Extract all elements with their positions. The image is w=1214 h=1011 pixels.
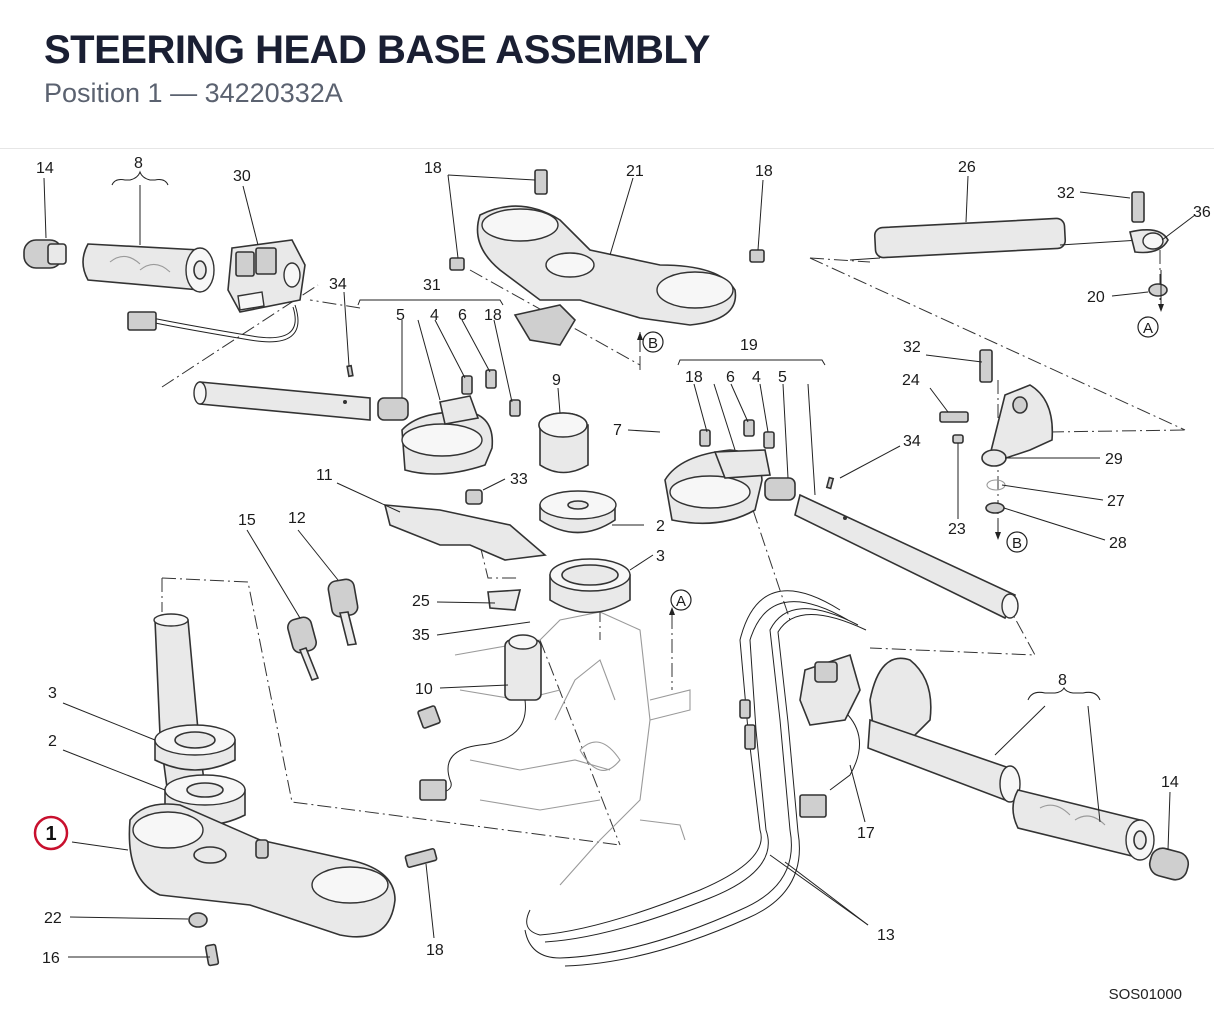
marker-a-center: A [669, 589, 692, 615]
callout-34: 34 [329, 276, 347, 293]
callout-3: 3 [48, 685, 57, 702]
callout-18: 18 [755, 163, 773, 180]
callout-26: 26 [958, 159, 976, 176]
callout-9: 9 [552, 372, 561, 389]
svg-text:B: B [648, 335, 658, 352]
left-handlebar-tube [193, 364, 409, 421]
callout-2: 2 [656, 518, 665, 535]
callout-31: 31 [423, 277, 441, 294]
damper-bracket [939, 349, 1054, 514]
highlight-label: 1 [45, 823, 56, 845]
callout-20: 20 [1087, 289, 1105, 306]
callout-18: 18 [426, 942, 444, 959]
callout-33: 33 [510, 471, 528, 488]
left-clamp-bolts [461, 369, 521, 417]
callout-5: 5 [778, 369, 787, 386]
callout-29: 29 [1105, 451, 1123, 468]
callout-6: 6 [726, 369, 735, 386]
right-bar-end-weight [1148, 847, 1190, 881]
highlight-callout-1: 1 [33, 815, 69, 851]
lower-bearing-3 [154, 724, 236, 771]
ignition-switch [417, 589, 542, 801]
throttle-cables [524, 590, 867, 967]
callout-2: 2 [48, 733, 57, 750]
header: STEERING HEAD BASE ASSEMBLY Position 1 —… [0, 0, 1214, 149]
left-clamp [401, 369, 521, 475]
callout-15: 15 [238, 512, 256, 529]
callout-28: 28 [1109, 535, 1127, 552]
callout-7: 7 [613, 422, 622, 439]
reference-markers: A B B A [637, 304, 1164, 615]
callout-22: 22 [44, 910, 62, 927]
marker-a-top: A [1137, 304, 1164, 338]
frame-outline [454, 611, 691, 886]
right-clamp [664, 419, 796, 525]
callout-21: 21 [626, 163, 644, 180]
callout-14: 14 [36, 160, 54, 177]
callout-32: 32 [1057, 185, 1075, 202]
ignition-cap [538, 412, 589, 474]
svg-text:B: B [1012, 535, 1022, 552]
lower-triple-clamp [128, 803, 438, 967]
callout-10: 10 [415, 681, 433, 698]
callout-14: 14 [1161, 774, 1179, 791]
callout-36: 36 [1193, 204, 1211, 221]
callout-labels: 14 8 30 18 21 18 26 32 36 20 34 31 5 4 6… [36, 155, 1211, 967]
callout-18: 18 [484, 307, 502, 324]
left-grip [82, 243, 215, 293]
position-label: Position 1 [44, 78, 163, 108]
callout-5: 5 [396, 307, 405, 324]
right-switch-housing [799, 653, 861, 818]
subtitle-separator: — [170, 78, 198, 108]
callout-17: 17 [857, 825, 875, 842]
callout-27: 27 [1107, 493, 1125, 510]
drawing-code: SOS01000 [1108, 986, 1182, 1003]
right-grip [1012, 789, 1155, 861]
left-bar-end-weight [23, 239, 67, 269]
steering-damper [849, 191, 1169, 297]
svg-text:A: A [676, 593, 686, 610]
callout-12: 12 [288, 510, 306, 527]
callout-13: 13 [877, 927, 895, 944]
callout-19: 19 [740, 337, 758, 354]
page-title: STEERING HEAD BASE ASSEMBLY [44, 28, 710, 72]
callout-23: 23 [948, 521, 966, 538]
svg-text:A: A [1143, 320, 1153, 337]
callout-32: 32 [903, 339, 921, 356]
top-triple-clamp [449, 169, 765, 346]
callout-18: 18 [685, 369, 703, 386]
callout-4: 4 [752, 369, 761, 386]
callout-4: 4 [430, 307, 439, 324]
marker-b-top: B [637, 331, 664, 353]
callout-25: 25 [412, 593, 430, 610]
callout-8: 8 [1058, 672, 1067, 689]
callout-30: 30 [233, 168, 251, 185]
assembly-lines [161, 250, 1186, 881]
left-switch-housing [227, 239, 306, 313]
cover-11 [383, 489, 547, 561]
part-number: 34220332A [204, 78, 343, 108]
leader-lines [43, 170, 1196, 958]
callout-8: 8 [134, 155, 143, 172]
key-12 [327, 578, 359, 646]
marker-b-right: B [995, 531, 1028, 553]
callout-6: 6 [458, 307, 467, 324]
right-handlebar-tube [794, 476, 1019, 620]
page-subtitle: Position 1 — 34220332A [44, 78, 343, 109]
callout-3: 3 [656, 548, 665, 565]
callout-16: 16 [42, 950, 60, 967]
callout-11: 11 [316, 467, 333, 484]
left-switch-wiring [127, 304, 299, 343]
callout-24: 24 [902, 372, 920, 389]
upper-bearing [549, 558, 631, 614]
key-blank-15 [287, 616, 320, 681]
callout-34: 34 [903, 433, 921, 450]
upper-bearing-seal [539, 490, 617, 534]
callout-35: 35 [412, 627, 430, 644]
throttle-body [867, 657, 1021, 803]
callout-18: 18 [424, 160, 442, 177]
